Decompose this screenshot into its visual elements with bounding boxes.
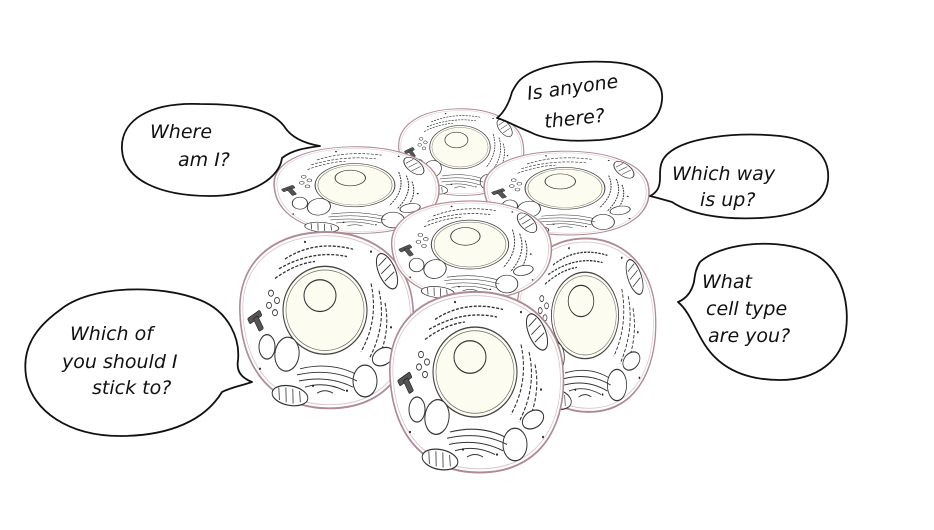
speech-bubble-is-anyone-there: Is anyone there? [496, 60, 663, 142]
bubble-text-line-2: am I? [178, 149, 230, 171]
bubble-text-line-1: Which way [672, 163, 776, 185]
cell-bottom-left [238, 231, 415, 410]
cell-middle [390, 200, 553, 300]
bubble-text-line-2: you should I [61, 351, 178, 373]
speech-bubble-what-cell-type: What cell type are you? [677, 242, 848, 381]
speech-bubble-where-am-i: Where am I? [121, 103, 321, 197]
bubble-text-line-1: Where [150, 121, 212, 143]
bubble-text-line-1: What [702, 271, 753, 293]
bubble-text-line-2: cell type [706, 298, 787, 320]
speech-bubble-which-should-i-stick-to: Which of you should I stick to? [24, 288, 253, 437]
bubble-text-line-2: is up? [700, 189, 755, 211]
speech-bubble-which-way-is-up: Which way is up? [649, 133, 829, 220]
bubble-text-line-3: stick to? [92, 377, 171, 399]
bubble-text-line-1: Which of [70, 323, 156, 345]
cell-front [388, 290, 565, 474]
bubble-text-line-3: are you? [708, 325, 790, 347]
